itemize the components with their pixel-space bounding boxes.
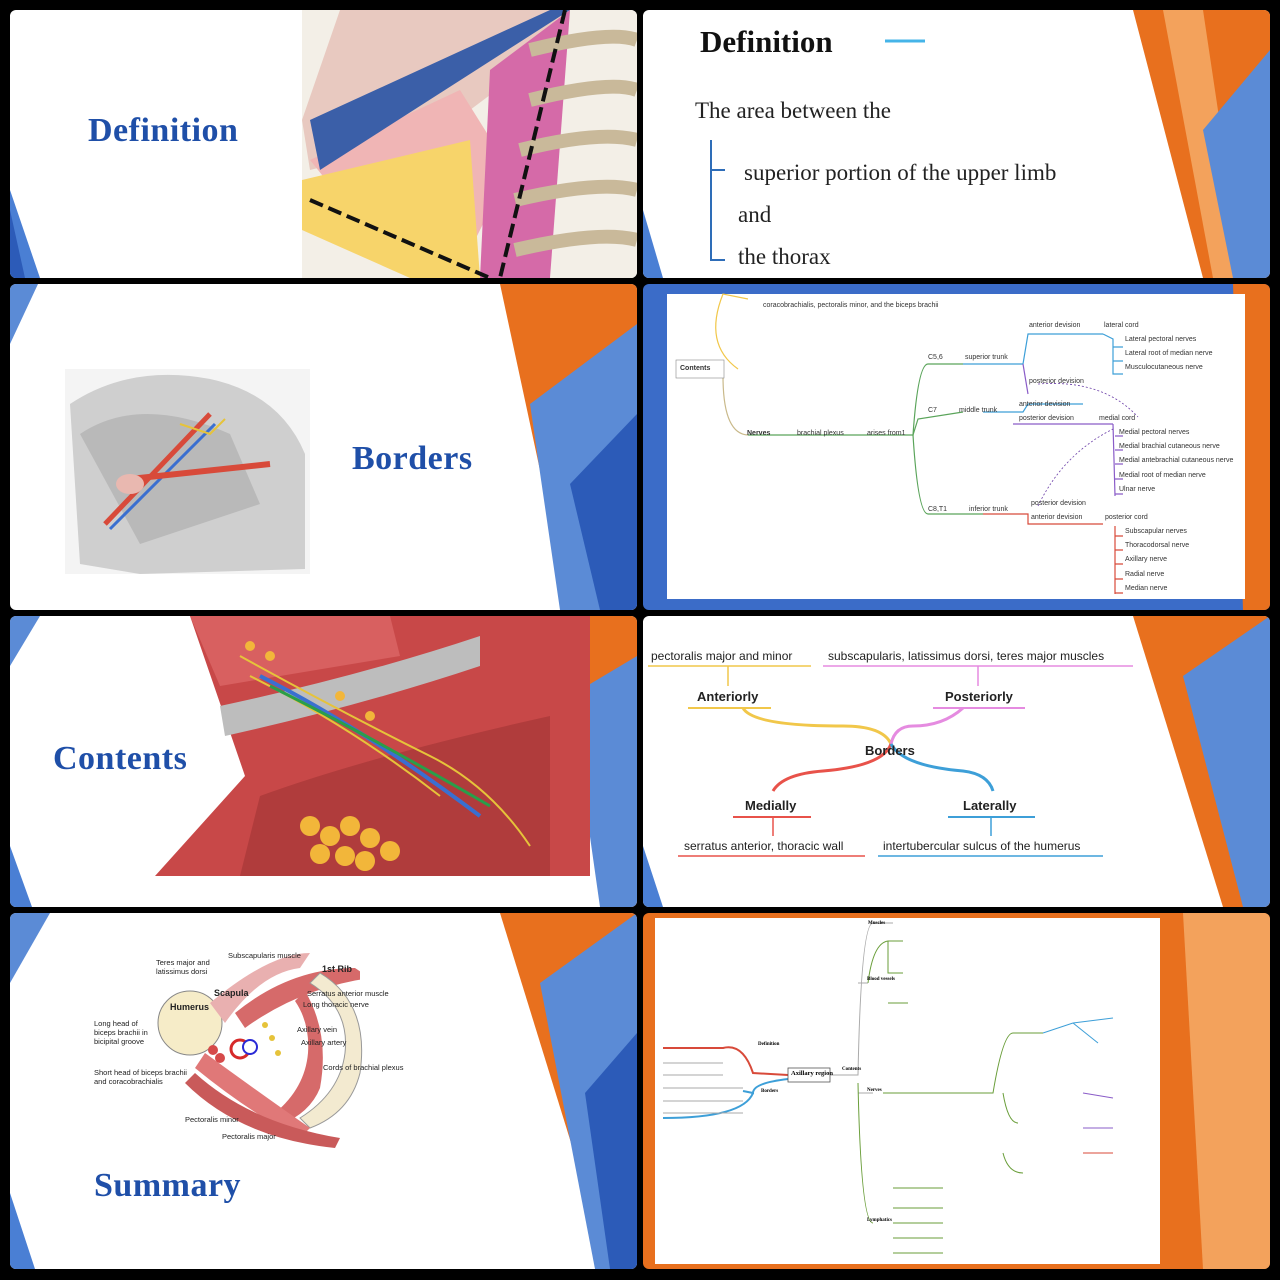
mm-branch: Contents (842, 1067, 862, 1072)
border-heading: Posteriorly (945, 689, 1013, 704)
mm-node: middle trunk (959, 407, 998, 414)
diagram-label-long-head: Long head of biceps brachii in bicipital… (94, 1019, 148, 1046)
diagram-label-pec-major: Pectoralis major (222, 1132, 276, 1141)
border-detail: intertubercular sulcus of the humerus (883, 839, 1081, 853)
diagram-label-long-thoracic: Long thoracic nerve (303, 1000, 369, 1009)
mm-node: Median nerve (1125, 585, 1168, 592)
border-heading: Anteriorly (697, 689, 759, 704)
slide-background (643, 616, 1270, 907)
diagram-label-cords: Cords of brachial plexus (323, 1063, 404, 1072)
slide-nerves-mindmap[interactable]: coracobrachialis, pectoralis minor, and … (643, 284, 1270, 610)
diagram-label-axillary-vein: Axillary vein (297, 1025, 338, 1034)
diagram-label-scapula: Scapula (214, 988, 249, 998)
diagram-label-serratus: Serratus anterior muscle (307, 989, 389, 998)
slide-background (10, 913, 637, 1269)
border-detail: serratus anterior, thoracic wall (684, 839, 844, 853)
watermark-arabic: مستقل (963, 1178, 1117, 1227)
slide-borders-title[interactable]: Borders (10, 284, 637, 610)
mm-node: brachial plexus (797, 430, 844, 437)
slide-title: Summary (94, 1167, 242, 1204)
diagram-label-short-head: Short head of biceps brachii and coracob… (94, 1068, 187, 1086)
mm-node: lateral cord (1104, 322, 1139, 329)
diagram-label-pec-minor: Pectoralis minor (185, 1115, 239, 1124)
slide-background (10, 284, 637, 610)
definition-line: superior portion of the upper limb (744, 160, 1057, 185)
slide-background (667, 284, 1270, 610)
mm-node: anterior devision (1019, 401, 1071, 408)
mm-node: Ulnar nerve (1119, 486, 1156, 493)
slide-background (10, 616, 637, 907)
mm-node: superior trunk (965, 354, 1008, 361)
mm-node: Axillary nerve (1125, 556, 1168, 563)
slide-summary[interactable]: Teres major and latissimus dorsi Subscap… (10, 913, 637, 1269)
slide-background (643, 10, 1270, 278)
mm-node: Musculocutaneous nerve (1125, 364, 1203, 371)
border-detail: subscapularis, latissimus dorsi, teres m… (828, 649, 1105, 663)
slide-definition-title[interactable]: Definition (10, 10, 637, 278)
mm-node: coracobrachialis, pectoralis minor, and … (763, 302, 939, 309)
mm-node: Medial brachial cutaneous nerve (1119, 443, 1220, 450)
diagram-label-first-rib: 1st Rib (322, 964, 353, 974)
mm-branch: Lymphatics (867, 1218, 893, 1223)
mm-node: posterior devision (1031, 500, 1086, 507)
slide-background (10, 10, 637, 278)
slide-definition-text[interactable]: Definition The area between the superior… (643, 10, 1270, 278)
mm-node: Contents (680, 365, 711, 372)
mm-branch: Borders (761, 1089, 779, 1094)
watermark-latin: mostaql.com (963, 1228, 1075, 1248)
slide-contents-title[interactable]: Contents (10, 616, 637, 907)
border-heading: Laterally (963, 798, 1017, 813)
mm-node: anterior devision (1031, 514, 1083, 521)
slide-title: Borders (352, 440, 473, 477)
mm-node: C5,6 (928, 354, 943, 361)
mm-branch: Definition (758, 1042, 780, 1047)
mm-node: arises from1 (867, 430, 906, 437)
border-heading: Medially (745, 798, 797, 813)
slide-borders-mindmap[interactable]: pectoralis major and minor subscapularis… (643, 616, 1270, 907)
slide-title: Contents (53, 740, 188, 777)
mm-node: Medial pectoral nerves (1119, 429, 1190, 436)
mm-node: Lateral root of median nerve (1125, 350, 1213, 357)
mm-branch: Muscles (868, 921, 886, 926)
mm-node: Nerves (747, 430, 771, 437)
mm-node: posterior devision (1029, 378, 1084, 385)
mm-node: inferior trunk (969, 506, 1008, 513)
mm-branch: Blood vessels (867, 977, 895, 982)
mm-node: Radial nerve (1125, 571, 1165, 578)
mm-node: medial cord (1099, 415, 1136, 422)
slide-background (655, 913, 1270, 1269)
mm-node: Lateral pectoral nerves (1125, 336, 1197, 343)
mm-node: anterior devision (1029, 322, 1081, 329)
definition-line: the thorax (738, 244, 831, 269)
slide-full-mindmap[interactable]: Axillary region Definition Borders Conte… (643, 913, 1270, 1269)
definition-line: The area between the (695, 98, 892, 123)
mm-node: Medial antebrachial cutaneous nerve (1119, 457, 1234, 464)
mm-branch: Nerves (867, 1088, 882, 1093)
diagram-label-humerus: Humerus (170, 1002, 210, 1012)
mm-node: Medial root of median nerve (1119, 472, 1206, 479)
mm-node: Thoracodorsal nerve (1125, 542, 1190, 549)
mm-node: posterior devision (1019, 415, 1074, 422)
mm-node: C8,T1 (928, 506, 948, 513)
border-center: Borders (865, 743, 915, 758)
mm-center: Axillary region (791, 1070, 833, 1077)
mm-node: Subscapular nerves (1125, 528, 1187, 535)
diagram-label-axillary-artery: Axillary artery (301, 1038, 347, 1047)
diagram-label-subscapularis: Subscapularis muscle (228, 951, 301, 960)
diagram-label-teres: Teres major and latissimus dorsi (156, 958, 210, 976)
border-detail: pectoralis major and minor (651, 649, 793, 663)
mm-node: C7 (928, 407, 937, 414)
definition-line: and (738, 202, 772, 227)
slide-title: Definition (88, 112, 239, 149)
slide-title: Definition (700, 24, 833, 59)
mm-node: posterior cord (1105, 514, 1148, 521)
